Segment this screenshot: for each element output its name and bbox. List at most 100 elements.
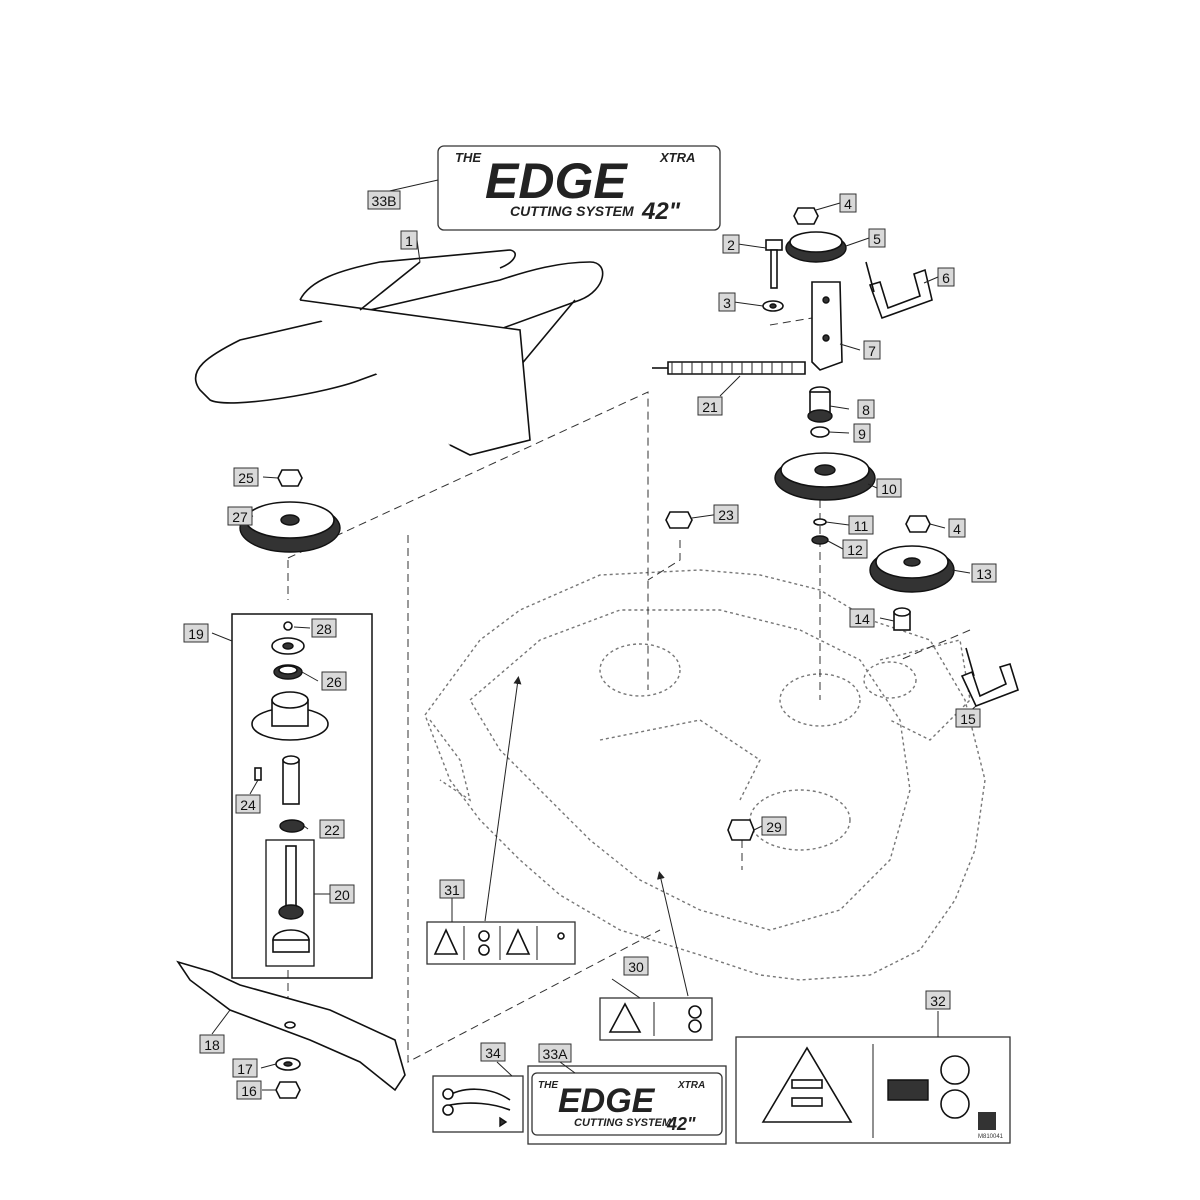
callout-number: 22 xyxy=(324,822,340,838)
qr-code-icon xyxy=(978,1112,996,1130)
callout-box xyxy=(233,467,259,487)
callout-number: 30 xyxy=(628,959,644,975)
spacer xyxy=(810,426,830,438)
callout-box xyxy=(718,292,736,312)
callout-box xyxy=(868,228,886,248)
flat-idler-pulley xyxy=(869,545,955,593)
callout-c11: 11 xyxy=(848,515,874,535)
callout-box xyxy=(232,1058,258,1078)
callout-number: 12 xyxy=(847,542,863,558)
spindle-assembly-frame xyxy=(231,613,373,979)
callout-box xyxy=(400,230,418,250)
callout-number: 24 xyxy=(240,797,256,813)
callout-box xyxy=(839,193,857,213)
idler-pulley-top xyxy=(785,231,847,263)
callout-number: 25 xyxy=(238,470,254,486)
callout-number: 26 xyxy=(326,674,342,690)
spring xyxy=(652,361,806,375)
callout-box xyxy=(367,190,401,210)
callout-c15: 15 xyxy=(955,708,981,728)
decal-top-cutting: CUTTING SYSTEM xyxy=(510,203,634,219)
callout-box xyxy=(876,478,902,498)
callout-box xyxy=(948,518,966,538)
callout-number: 19 xyxy=(188,626,204,642)
bushing xyxy=(807,386,833,423)
spindle-pulley xyxy=(239,501,341,553)
callout-number: 9 xyxy=(858,426,866,442)
callout-c1: 1 xyxy=(400,230,418,250)
callout-box xyxy=(480,1042,506,1062)
callout-c12: 12 xyxy=(842,539,868,559)
callout-box xyxy=(697,396,723,416)
callout-box xyxy=(971,563,997,583)
callout-c10: 10 xyxy=(876,478,902,498)
callout-box xyxy=(235,794,261,814)
spindle-parts xyxy=(251,621,329,953)
decal-top-the: THE xyxy=(455,150,481,165)
callout-box xyxy=(311,618,337,638)
l-bolt-15 xyxy=(960,647,1019,708)
callout-box xyxy=(439,879,465,899)
washer-17 xyxy=(275,1057,301,1071)
callout-box xyxy=(722,234,740,254)
callout-number: 28 xyxy=(316,621,332,637)
callout-box xyxy=(713,504,739,524)
callout-c21: 21 xyxy=(697,396,723,416)
callout-box xyxy=(848,515,874,535)
callout-c24: 24 xyxy=(235,794,261,814)
decal-bottom-edge: EDGE xyxy=(558,1082,656,1120)
callout-c17: 17 xyxy=(232,1058,258,1078)
callout-box xyxy=(937,267,955,287)
callout-box xyxy=(925,990,951,1010)
callout-number: 29 xyxy=(766,819,782,835)
callout-box xyxy=(857,399,875,419)
callout-c32: 32 xyxy=(925,990,951,1010)
decal-bottom-xtra: XTRA xyxy=(677,1080,705,1091)
callout-c9: 9 xyxy=(853,423,871,443)
mower-deck xyxy=(424,569,986,981)
callout-c23: 23 xyxy=(713,504,739,524)
callout-box xyxy=(863,340,881,360)
nut-16 xyxy=(275,1081,301,1099)
callout-c2: 2 xyxy=(722,234,740,254)
callout-c22: 22 xyxy=(319,819,345,839)
callout-c6: 6 xyxy=(937,267,955,287)
bolt-29 xyxy=(727,819,755,841)
callout-c4b: 4 xyxy=(948,518,966,538)
decal-bottom-cutting: CUTTING SYSTEM xyxy=(574,1117,672,1129)
callout-c31: 31 xyxy=(439,879,465,899)
callout-number: 2 xyxy=(727,237,735,253)
decal-top-edge: EDGE xyxy=(485,153,628,209)
callout-number: 8 xyxy=(862,402,870,418)
decal-34 xyxy=(432,1075,524,1133)
callout-box xyxy=(227,506,253,526)
callout-c27: 27 xyxy=(227,506,253,526)
nut-23 xyxy=(665,511,693,529)
callout-box xyxy=(853,423,871,443)
washer xyxy=(762,300,784,312)
callout-c18: 18 xyxy=(199,1034,225,1054)
callout-c29: 29 xyxy=(761,816,787,836)
callout-c26: 26 xyxy=(321,671,347,691)
callout-number: 10 xyxy=(881,481,897,497)
callout-number: 7 xyxy=(868,343,876,359)
callout-number: 27 xyxy=(232,509,248,525)
callout-c33b: 33B xyxy=(367,190,401,210)
idler-arm xyxy=(811,281,843,371)
callout-c16: 16 xyxy=(236,1080,262,1100)
callout-c19: 19 xyxy=(183,623,209,643)
nut-25 xyxy=(277,469,303,487)
callout-number: 16 xyxy=(241,1083,257,1099)
callout-box xyxy=(183,623,209,643)
callout-number: 14 xyxy=(854,611,870,627)
nut-right xyxy=(905,515,931,533)
callout-number: 3 xyxy=(723,295,731,311)
decal-serial: M810041 xyxy=(978,1134,1004,1140)
callout-number: 34 xyxy=(485,1045,501,1061)
bushing-14 xyxy=(893,607,911,631)
callout-number: 5 xyxy=(873,231,881,247)
decal-bottom-the: THE xyxy=(538,1080,558,1091)
callout-number: 31 xyxy=(444,882,460,898)
leader-lines xyxy=(211,179,977,1091)
